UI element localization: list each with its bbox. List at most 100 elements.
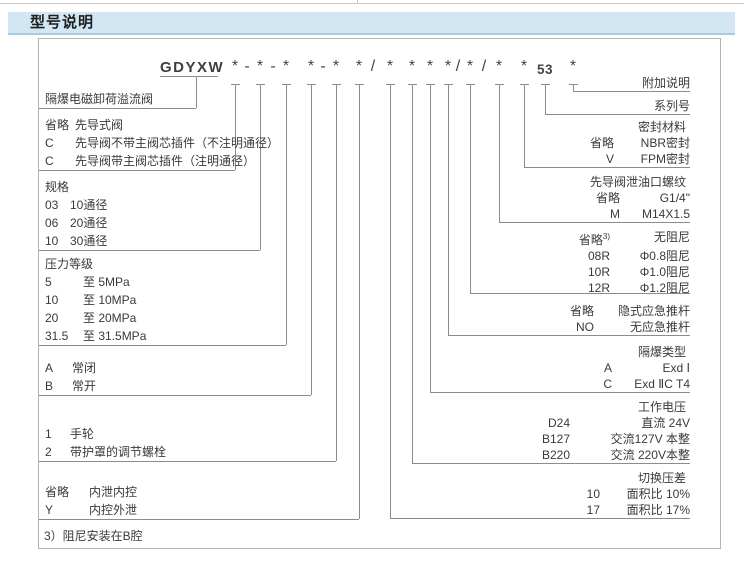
- option-row: 省略 G1/4": [590, 190, 690, 206]
- option-code: 省略: [569, 304, 594, 318]
- label-series-number: 系列号: [654, 98, 690, 114]
- connector-line: [39, 395, 311, 396]
- option-code: 省略: [45, 485, 70, 499]
- option-row: V FPM密封: [590, 151, 690, 167]
- model-symbol: -: [270, 58, 276, 75]
- model-symbol: /: [481, 58, 487, 75]
- option-row: A Exd Ⅰ: [603, 360, 690, 376]
- page-divider-line: [0, 3, 744, 4]
- option-text: 至 31.5MPa: [83, 329, 147, 343]
- option-text: 至 20MPa: [83, 311, 137, 325]
- section-title: 型号说明: [30, 14, 95, 31]
- option-row: C 先导阀不带主阀芯插件（不注明通径）: [45, 134, 279, 152]
- option-code: 20: [45, 311, 59, 325]
- option-row: 1 手轮: [45, 425, 166, 443]
- group-header: 先导阀泄油口螺纹: [589, 175, 686, 189]
- model-symbol: *: [307, 58, 315, 75]
- model-symbol: *: [355, 58, 363, 75]
- option-text: 手轮: [70, 427, 95, 441]
- model-symbol: -: [320, 58, 326, 75]
- option-code: 2: [45, 445, 52, 459]
- connector-line: [499, 84, 500, 222]
- option-code: 1: [45, 427, 52, 441]
- option-code: 10: [586, 487, 600, 501]
- model-code-prefix: GDYXW: [160, 59, 225, 76]
- option-text: NBR密封: [640, 136, 690, 150]
- label-text: 系列号: [653, 99, 690, 113]
- option-text: 面积比 17%: [626, 503, 690, 517]
- connector-line: [311, 84, 312, 395]
- option-code: 省略: [589, 136, 614, 150]
- model-symbol: *: [426, 58, 434, 75]
- option-code: B127: [541, 432, 570, 446]
- option-row: 省略 NBR密封: [590, 135, 690, 151]
- connector-line: [412, 84, 413, 463]
- option-row: 省略内泄内控: [45, 483, 137, 501]
- connector-line: [336, 84, 337, 461]
- option-code: C: [45, 136, 54, 150]
- option-row: A 常闭: [45, 359, 96, 377]
- connector-line: [545, 114, 690, 115]
- option-text: 先导阀带主阀芯插件（注明通径）: [75, 154, 256, 168]
- connector-line: [390, 84, 391, 518]
- option-text: Exd Ⅰ: [662, 361, 690, 375]
- label-valve-name: 隔爆电磁卸荷溢流阀: [45, 90, 153, 108]
- label-text: 隔爆电磁卸荷溢流阀: [45, 92, 154, 106]
- model-symbol: *: [444, 58, 452, 75]
- option-code: C: [603, 377, 612, 391]
- option-code: 06: [45, 216, 59, 230]
- option-text: 先导式阀: [75, 118, 124, 132]
- model-symbol: *: [332, 58, 340, 75]
- option-code: 10: [45, 234, 59, 248]
- connector-line: [39, 250, 260, 251]
- connector-line: [545, 84, 546, 114]
- option-code: 10R: [587, 265, 610, 279]
- option-text: 内控外泄: [89, 503, 138, 517]
- option-code: B220: [541, 448, 570, 462]
- option-code: A: [603, 361, 612, 375]
- option-text: G1/4": [659, 191, 690, 205]
- option-text: 直流 24V: [641, 416, 690, 430]
- option-text: Φ1.0阻尼: [639, 265, 690, 279]
- connector-line: [470, 293, 690, 294]
- group-header: 压力等级: [45, 257, 94, 271]
- option-code: A: [45, 361, 54, 375]
- connector-line: [39, 461, 336, 462]
- connector-line: [39, 108, 196, 109]
- connector-line: [359, 84, 360, 519]
- option-text: 常闭: [72, 361, 97, 375]
- option-code: M: [610, 207, 620, 221]
- option-text: 20通径: [70, 216, 108, 230]
- option-text: FPM密封: [640, 152, 690, 166]
- option-code: V: [605, 152, 614, 166]
- option-code: 12R: [587, 281, 610, 295]
- group-header: 切换压差: [637, 471, 686, 485]
- model-symbol: *: [386, 58, 394, 75]
- option-row: 省略3)无阻尼: [579, 229, 690, 248]
- group-header: 密封材料: [637, 120, 686, 134]
- option-text: 先导阀不带主阀芯插件（不注明通径）: [75, 136, 280, 150]
- footnote-marker: 3): [602, 232, 610, 241]
- model-symbol: *: [520, 58, 528, 75]
- option-row: 省略隐式应急推杆: [570, 303, 690, 319]
- model-symbol: *: [569, 58, 577, 75]
- option-code: 省略: [595, 191, 620, 205]
- connector-line: [448, 335, 690, 336]
- table-border-remnant: [357, 0, 358, 4]
- model-symbol: *: [282, 58, 290, 75]
- option-code: 5: [45, 275, 52, 289]
